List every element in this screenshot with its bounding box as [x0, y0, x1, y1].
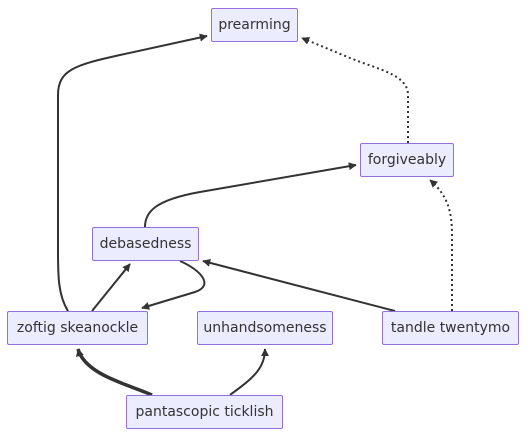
edge-debasedness-to-forgiveably: [144, 162, 357, 228]
edge-pantascopic-to-unhandsomeness: [229, 348, 269, 396]
node-prearming: prearming: [211, 8, 298, 42]
node-forgiveably: forgiveably: [360, 143, 454, 177]
edge-zoftig-to-prearming: [57, 33, 208, 312]
node-pantascopic-ticklish: pantascopic ticklish: [126, 395, 283, 429]
edge-forgiveably-to-prearming: [301, 37, 409, 143]
edge-tandle-to-debasedness: [202, 258, 396, 312]
node-unhandsomeness: unhandsomeness: [197, 311, 333, 345]
node-tandle-twentymo: tandle twentymo: [382, 311, 519, 345]
node-zoftig-skeanockle: zoftig skeanockle: [7, 311, 148, 345]
edge-debasedness-to-zoftig: [141, 260, 206, 310]
edge-pantascopic-to-zoftig: [76, 348, 153, 397]
node-debasedness: debasedness: [92, 227, 199, 261]
edge-zoftig-to-debasedness: [91, 263, 131, 312]
edge-tandle-to-forgiveably: [429, 179, 453, 311]
